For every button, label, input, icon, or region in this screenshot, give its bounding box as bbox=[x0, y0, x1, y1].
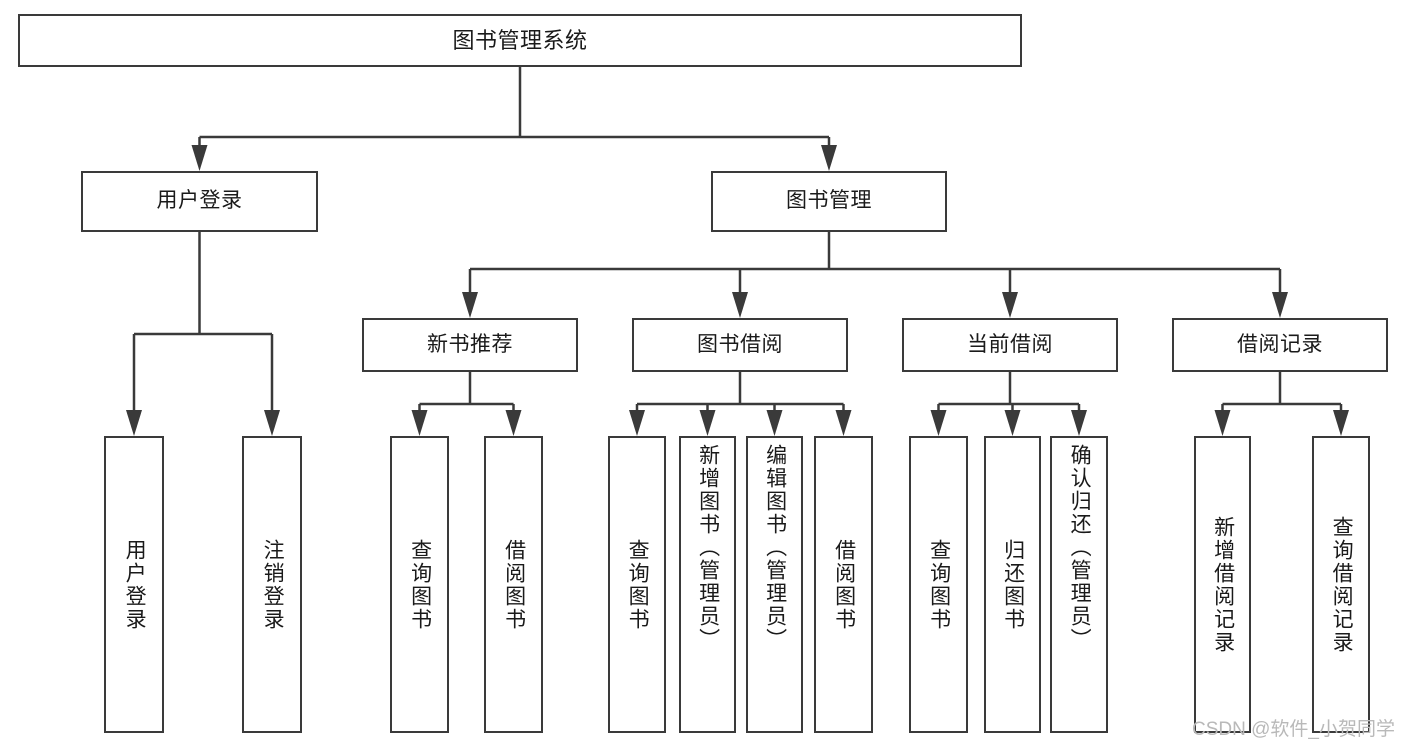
node-label: 查询图书 bbox=[408, 538, 432, 631]
node-leaf-rec-query[interactable]: 查询借阅记录 bbox=[1312, 436, 1370, 733]
node-label: 归还图书 bbox=[1001, 538, 1025, 631]
node-leaf-nb-borrow[interactable]: 借阅图书 bbox=[484, 436, 543, 733]
watermark-text: CSDN @软件_小贺同学 bbox=[1192, 719, 1395, 740]
node-label: 当前借阅 bbox=[967, 332, 1053, 356]
node-login[interactable]: 用户登录 bbox=[81, 171, 318, 232]
node-leaf-cur-confirm[interactable]: 确认归还（管理员） bbox=[1050, 436, 1108, 733]
node-label: 借阅图书 bbox=[502, 538, 526, 631]
node-leaf-cur-query[interactable]: 查询图书 bbox=[909, 436, 968, 733]
node-records[interactable]: 借阅记录 bbox=[1172, 318, 1388, 372]
node-bookmgmt[interactable]: 图书管理 bbox=[711, 171, 947, 232]
node-leaf-bo-borrow[interactable]: 借阅图书 bbox=[814, 436, 873, 733]
node-leaf-rec-add[interactable]: 新增借阅记录 bbox=[1194, 436, 1251, 733]
node-leaf-nb-query[interactable]: 查询图书 bbox=[390, 436, 449, 733]
node-label: 注销登录 bbox=[261, 538, 285, 631]
node-label: 图书管理系统 bbox=[452, 27, 588, 53]
node-label: 查询借阅记录 bbox=[1330, 515, 1354, 654]
node-label: 借阅记录 bbox=[1237, 332, 1323, 356]
node-label: 查询图书 bbox=[927, 538, 951, 631]
node-label: 用户登录 bbox=[123, 538, 147, 631]
node-label: 新增借阅记录 bbox=[1211, 515, 1235, 654]
node-leaf-user-login[interactable]: 用户登录 bbox=[104, 436, 164, 733]
node-leaf-user-logout[interactable]: 注销登录 bbox=[242, 436, 302, 733]
node-label: 新书推荐 bbox=[427, 332, 513, 356]
node-leaf-bo-query[interactable]: 查询图书 bbox=[608, 436, 666, 733]
node-label: 编辑图书（管理员） bbox=[763, 444, 787, 651]
node-label: 用户登录 bbox=[156, 189, 243, 213]
node-leaf-cur-return[interactable]: 归还图书 bbox=[984, 436, 1041, 733]
node-label: 图书管理 bbox=[786, 189, 872, 213]
node-label: 查询图书 bbox=[626, 538, 650, 631]
node-newbooks[interactable]: 新书推荐 bbox=[362, 318, 578, 372]
node-label: 借阅图书 bbox=[832, 538, 856, 631]
node-current[interactable]: 当前借阅 bbox=[902, 318, 1118, 372]
node-borrow[interactable]: 图书借阅 bbox=[632, 318, 848, 372]
node-leaf-bo-edit[interactable]: 编辑图书（管理员） bbox=[746, 436, 803, 733]
node-label: 图书借阅 bbox=[697, 332, 783, 356]
node-leaf-bo-add[interactable]: 新增图书（管理员） bbox=[679, 436, 736, 733]
node-label: 确认归还（管理员） bbox=[1068, 444, 1092, 651]
node-root[interactable]: 图书管理系统 bbox=[18, 14, 1022, 67]
node-label: 新增图书（管理员） bbox=[696, 444, 720, 651]
